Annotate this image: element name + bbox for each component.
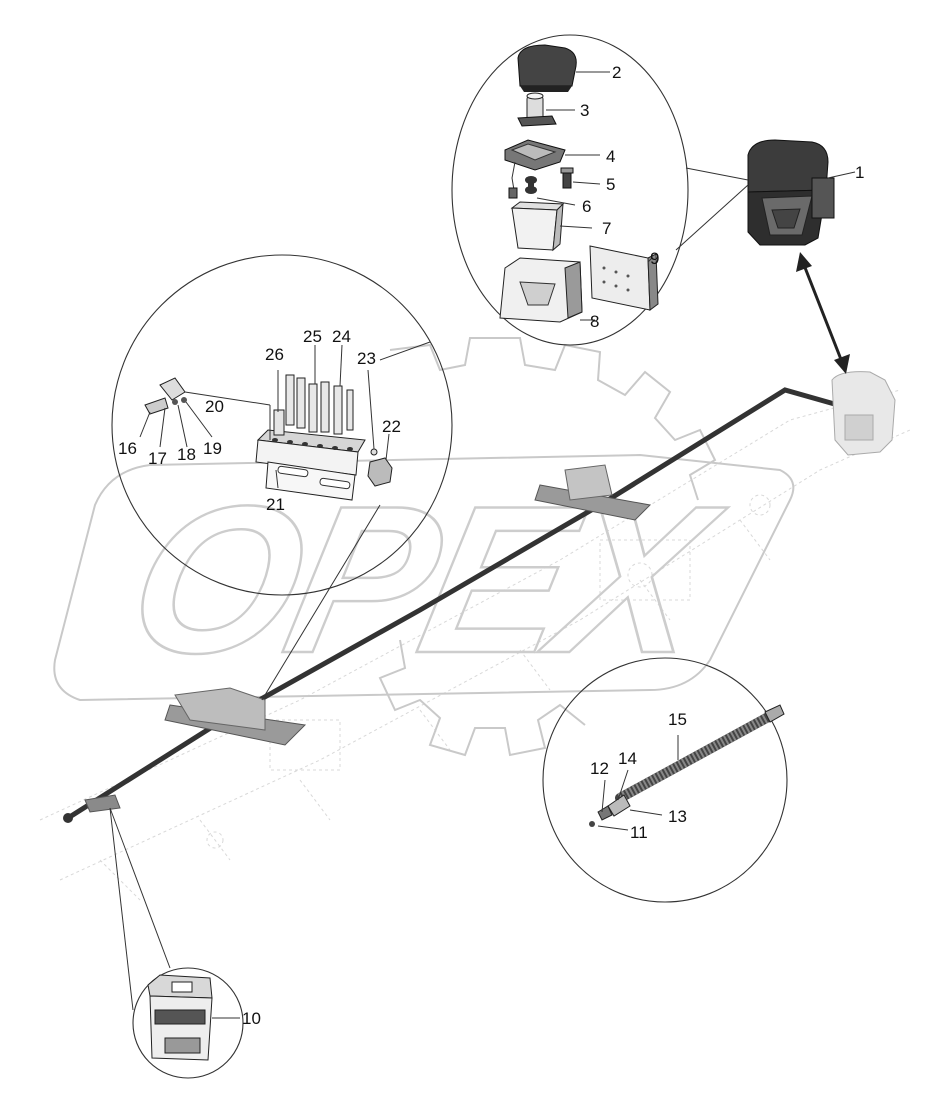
label-11: 11 <box>630 823 648 842</box>
watermark-text: OPEX <box>112 462 739 696</box>
label-12: 12 <box>590 759 609 778</box>
harness-clamp-rear <box>164 687 307 746</box>
label-6: 6 <box>582 197 591 216</box>
label-21: 21 <box>266 495 285 514</box>
part-1-heater <box>747 139 856 246</box>
label-17: 17 <box>148 449 167 468</box>
detail-circle-glow-plug <box>542 657 788 903</box>
label-2: 2 <box>612 63 621 82</box>
harness-line <box>63 387 841 823</box>
part-9-bracket <box>589 245 659 311</box>
part-15-pipe <box>615 704 785 803</box>
label-9: 9 <box>650 249 659 268</box>
part-23-fastener <box>370 448 378 456</box>
label-15: 15 <box>668 710 687 729</box>
part-5-plug <box>560 167 574 189</box>
part-21-fuse-base <box>255 429 366 501</box>
part-wire <box>508 161 518 199</box>
part-8-base <box>499 257 583 323</box>
part-4-board <box>504 139 566 171</box>
detail-circle-heater <box>451 34 749 346</box>
label-10: 10 <box>242 1009 261 1028</box>
harness-clamp-middle <box>534 464 652 521</box>
part-11-14-fittings <box>589 794 631 827</box>
detail-circle-fuse-block <box>111 254 453 701</box>
harness-clamp-front <box>84 794 121 813</box>
heater-unit-mounted <box>831 371 896 456</box>
watermark-gear <box>53 337 795 757</box>
label-1: 1 <box>855 163 864 182</box>
part-labels: 1 2 3 4 5 6 7 8 9 10 11 12 13 14 15 16 1… <box>118 63 864 1028</box>
detail-circle-control-panel <box>109 807 244 1079</box>
label-3: 3 <box>580 101 589 120</box>
part-6-element <box>525 176 537 194</box>
label-5: 5 <box>606 175 615 194</box>
double-arrow <box>796 252 850 374</box>
part-7-housing <box>510 201 565 252</box>
label-23: 23 <box>357 349 376 368</box>
part-22-nut <box>367 457 393 487</box>
part-3-motor <box>517 92 557 127</box>
label-18: 18 <box>177 445 196 464</box>
leaders-glow-plug <box>597 735 679 831</box>
part-10-control-panel <box>147 974 240 1061</box>
label-14: 14 <box>618 749 637 768</box>
label-19: 19 <box>203 439 222 458</box>
label-8: 8 <box>590 312 599 331</box>
label-26: 26 <box>265 345 284 364</box>
label-20: 20 <box>205 397 224 416</box>
label-24: 24 <box>332 327 351 346</box>
label-25: 25 <box>303 327 322 346</box>
label-4: 4 <box>606 147 615 166</box>
part-fuses <box>273 374 354 436</box>
leaders-heater <box>536 71 653 321</box>
label-13: 13 <box>668 807 687 826</box>
part-connector <box>144 377 271 440</box>
label-16: 16 <box>118 439 137 458</box>
label-7: 7 <box>602 219 611 238</box>
part-2-cover <box>517 44 577 92</box>
label-22: 22 <box>382 417 401 436</box>
leaders-fuse-block <box>139 344 390 489</box>
